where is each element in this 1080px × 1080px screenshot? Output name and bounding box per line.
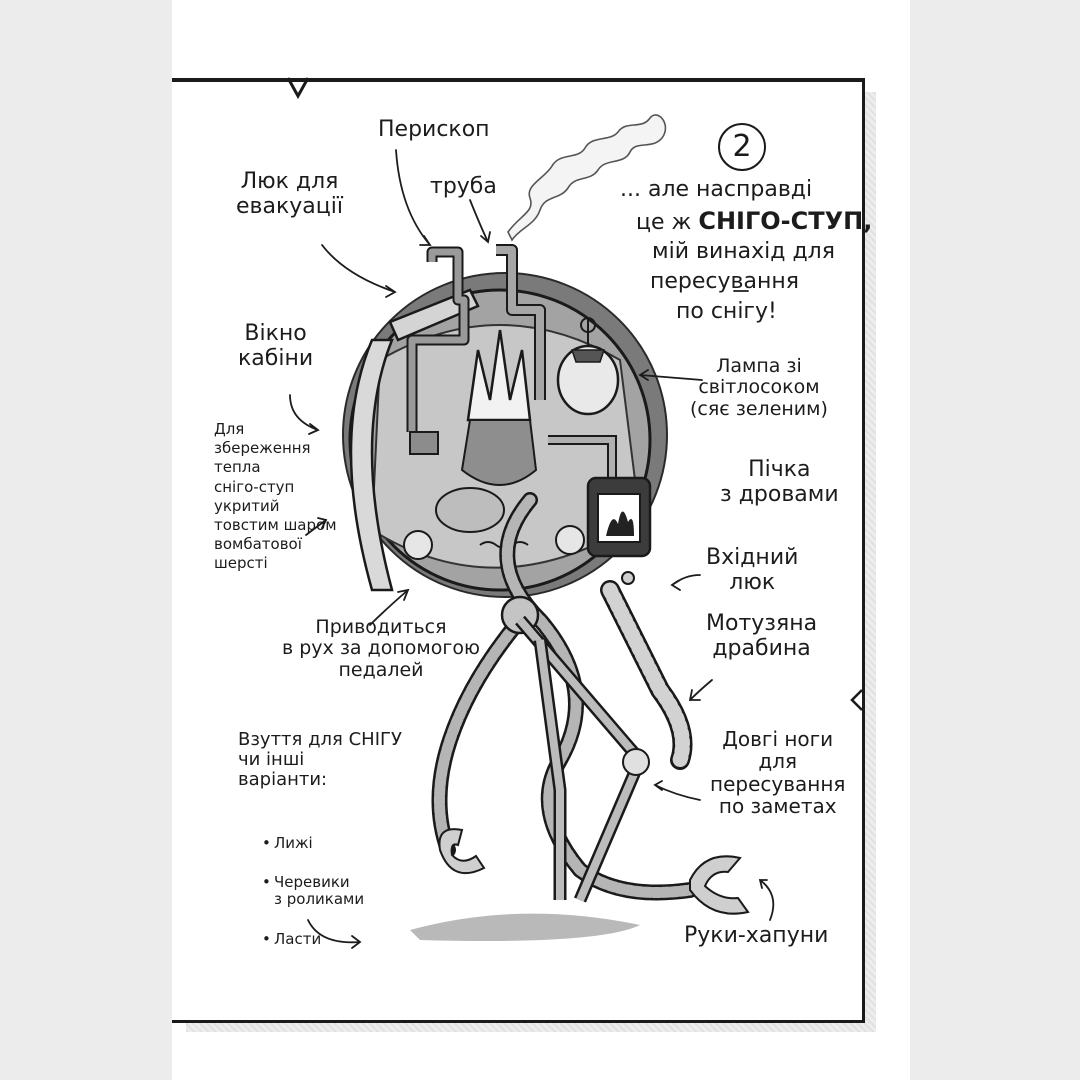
label-wool: Для збереження тепла сніго-ступ укритий … (214, 420, 337, 573)
stove-pipe-fill (548, 437, 615, 478)
label-lamp: Лампа зі світлосоком (сяє зеленим) (690, 355, 828, 420)
header-line-1: ... але насправді (620, 177, 813, 202)
pedal-left (403, 530, 433, 560)
cabin-window (349, 338, 394, 592)
stove-fire (606, 511, 634, 536)
label-long-legs: Довгі ноги для пересування по заметах (710, 727, 846, 819)
pedal-right (555, 525, 585, 555)
header-snow-walker: СНІГО-СТУП, (698, 207, 873, 235)
periscope-tube-fill (408, 248, 468, 432)
footwear-item: Ласти (262, 930, 364, 948)
arrow-window (289, 394, 320, 435)
arrow-wool (305, 517, 328, 536)
header-line-5: по снігу! (676, 299, 777, 324)
label-rope-ladder: Мотузяна драбина (706, 611, 818, 661)
arrow-chimney (469, 199, 491, 244)
header-line-4: пересування (650, 269, 799, 294)
frame-notch-right (850, 689, 863, 711)
grabber-claw-left (438, 828, 486, 874)
grabber-claw-right (689, 855, 750, 915)
grabber-arm-left (433, 614, 526, 856)
entrance-hatch (621, 571, 635, 585)
arrow-arms (758, 879, 775, 921)
label-chimney: труба (430, 174, 497, 199)
label-evacuation-hatch: Люк для евакуації (236, 169, 343, 219)
arrow-pedals (369, 588, 410, 626)
arrow-ladder (688, 679, 713, 701)
label-pedals: Приводиться в рух за допомогою педалей (282, 616, 480, 681)
header-line-2-prefix: це ж (636, 210, 692, 235)
frame-notch (286, 77, 310, 100)
footwear-list: Лижі Черевики з роликами Ласти (262, 818, 364, 970)
footwear-title: Взуття для СНІГУ чи інші варіанти: (238, 729, 402, 791)
label-cabin-window: Вікно кабіни (238, 321, 314, 371)
arrow-periscope (395, 149, 432, 246)
long-leg-left (536, 639, 564, 900)
lamp-cap (570, 349, 606, 363)
label-periscope: Перископ (378, 117, 490, 142)
footwear-item: Лижі (262, 834, 364, 852)
knee-joint (622, 748, 650, 776)
label-grabber-arms: Руки-хапуни (684, 923, 829, 948)
footwear-item: Черевики з роликами (262, 874, 364, 908)
label-stove: Пічка з дровами (720, 457, 839, 507)
ground-shadow (410, 913, 640, 941)
arrow-entrance (670, 574, 701, 591)
lamp-hook (580, 317, 596, 333)
periscope-eyepiece (409, 431, 439, 455)
header-line-2: це ж СНІГО-СТУП, (636, 208, 872, 236)
page-number-circle: 2 (718, 123, 766, 171)
chimney-smoke (507, 114, 667, 242)
chimney-pipe-fill (496, 246, 544, 400)
label-entrance-hatch: Вхідний люк (706, 545, 799, 595)
rope-ladder (602, 582, 690, 768)
arrow-hatch (321, 244, 397, 298)
crown (466, 329, 532, 422)
arrow-lamp (638, 369, 703, 381)
inventor-beard (460, 419, 538, 486)
arrow-legs (653, 780, 701, 801)
lamp-bulb (556, 344, 620, 416)
header-line-3: мій винахід для (652, 239, 835, 264)
inventor-body (435, 487, 505, 533)
grabber-arm-right (501, 494, 696, 898)
